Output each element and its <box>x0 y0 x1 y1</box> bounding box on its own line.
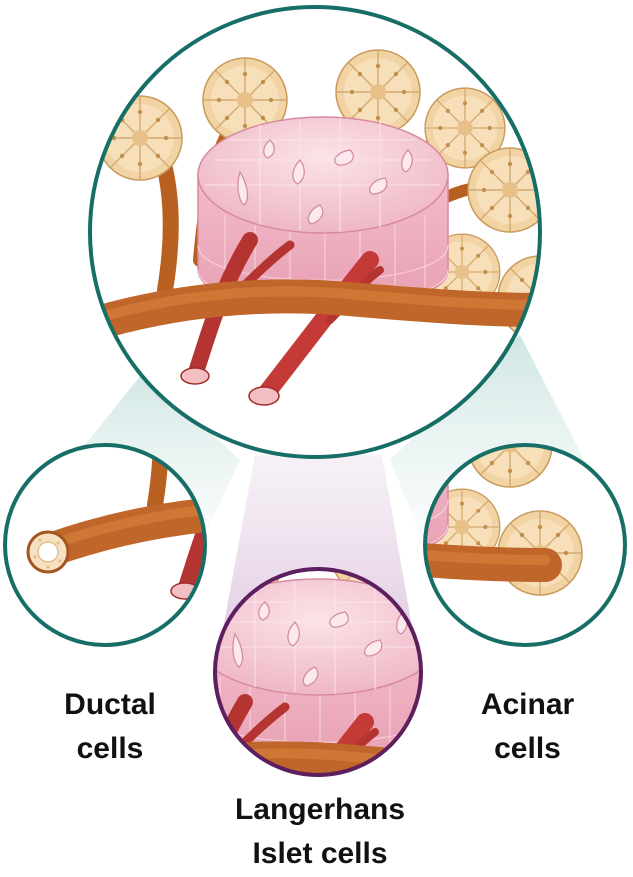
ductal-label-line1: Ductal <box>64 688 156 721</box>
ductal-cells-inset <box>3 443 207 647</box>
ductal-label-line2: cells <box>76 732 144 765</box>
ductal-cells-label: Ductal cells <box>20 683 200 771</box>
acinar-cells-label: Acinar cells <box>430 683 625 771</box>
islet-label-line1: Langerhans <box>234 793 406 826</box>
islet-cells-label: Langerhans Islet cells <box>175 788 465 876</box>
islet-cells-inset <box>213 567 423 777</box>
acinar-label-line2: cells <box>494 732 561 765</box>
acinar-label-line1: Acinar <box>480 688 575 721</box>
pancreas-tissue-circle <box>88 5 542 459</box>
islet-label-line2: Islet cells <box>252 837 388 870</box>
acinar-cells-inset <box>423 443 627 647</box>
